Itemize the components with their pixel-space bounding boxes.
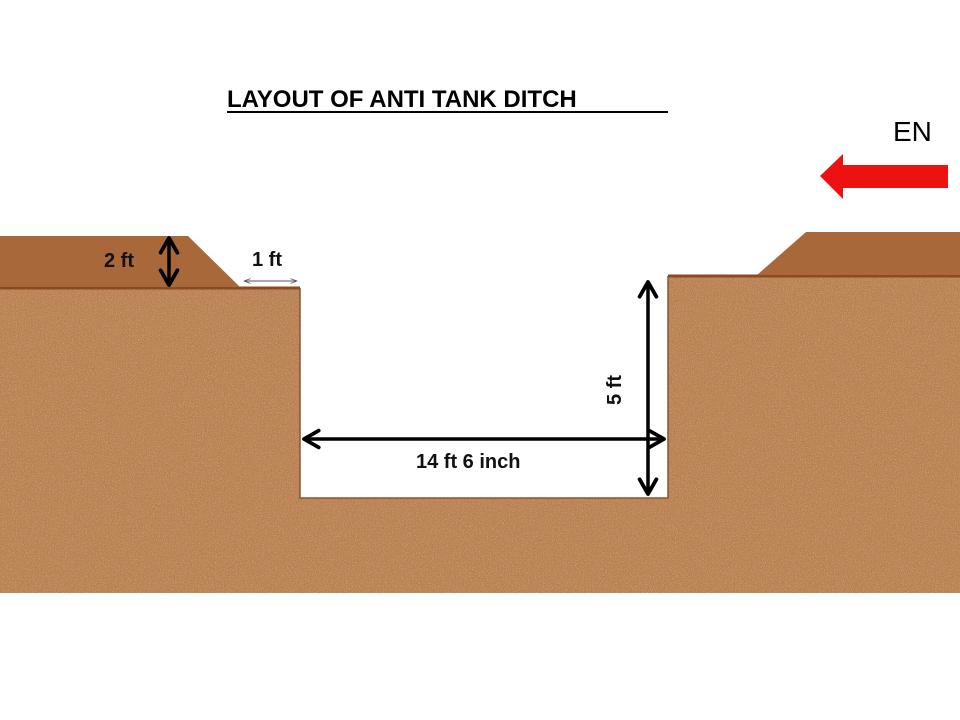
ditch-outline — [299, 276, 669, 499]
ditch-depth-label: 5 ft — [604, 375, 626, 405]
soil-body — [0, 276, 960, 593]
ditch-width-label: 14 ft 6 inch — [416, 451, 520, 473]
enemy-label: EN — [893, 116, 932, 147]
berm-width-label: 1 ft — [252, 249, 282, 271]
parapet-height-label: 2 ft — [104, 250, 134, 272]
diagram-title: LAYOUT OF ANTI TANK DITCH — [227, 86, 577, 113]
enemy-direction-arrow-icon — [820, 154, 948, 199]
soil-ground — [0, 276, 960, 593]
left-parapet — [0, 236, 240, 287]
right-parapet — [757, 232, 960, 275]
